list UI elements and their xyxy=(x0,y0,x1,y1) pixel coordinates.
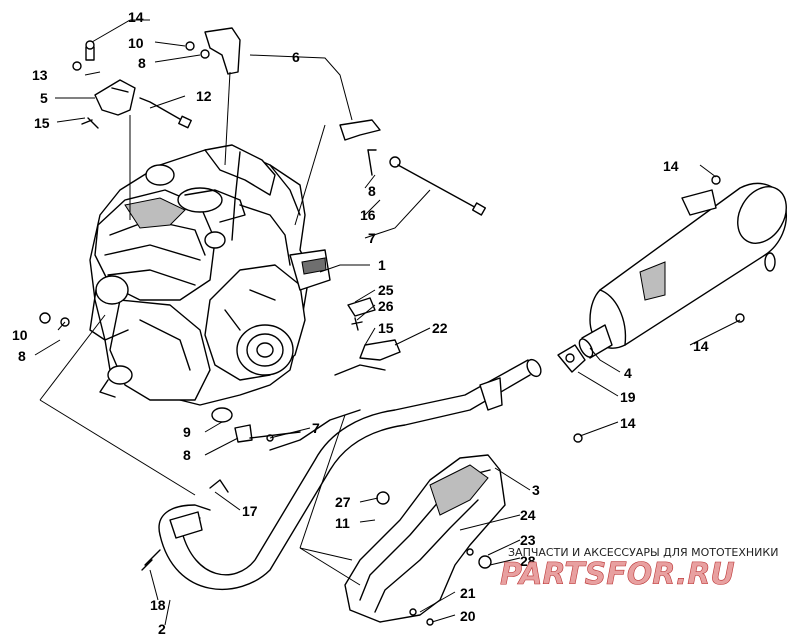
callout-7: 7 xyxy=(312,420,320,436)
muffler xyxy=(557,175,787,373)
callout-8: 8 xyxy=(368,183,376,199)
watermark: ЗАПЧАСТИ И АКСЕССУАРЫ ДЛЯ МОТОТЕХНИКИ PA… xyxy=(500,546,779,592)
callout-14: 14 xyxy=(693,338,709,354)
callout-15: 15 xyxy=(34,115,50,131)
callout-13: 13 xyxy=(32,67,48,83)
callout-1: 1 xyxy=(378,257,386,273)
callout-7: 7 xyxy=(368,230,376,246)
callout-6: 6 xyxy=(292,49,300,65)
callout-labels: 14 10 8 6 13 5 12 15 8 16 7 14 1 25 26 1… xyxy=(12,9,709,637)
callout-25: 25 xyxy=(378,282,394,298)
watermark-logo: PARTSFOR.RU xyxy=(500,557,735,592)
callout-11: 11 xyxy=(335,515,350,531)
callout-15: 15 xyxy=(378,320,394,336)
callout-10: 10 xyxy=(12,327,28,343)
callout-8: 8 xyxy=(18,348,26,364)
callout-23: 23 xyxy=(520,532,536,548)
callout-3: 3 xyxy=(532,482,540,498)
callout-5: 5 xyxy=(40,90,48,106)
upper-right-bracket xyxy=(185,27,487,216)
callout-17: 17 xyxy=(242,503,258,519)
callout-18: 18 xyxy=(150,597,166,613)
callout-24: 24 xyxy=(520,507,536,523)
upper-left-bracket xyxy=(72,40,192,129)
callout-19: 19 xyxy=(620,389,636,405)
callout-14: 14 xyxy=(128,9,144,25)
heat-shield xyxy=(344,454,506,626)
callout-16: 16 xyxy=(360,207,376,223)
callout-10: 10 xyxy=(128,35,144,51)
engine-assembly xyxy=(89,144,331,423)
callout-9: 9 xyxy=(183,424,191,440)
callout-14: 14 xyxy=(663,158,679,174)
callout-26: 26 xyxy=(378,298,394,314)
watermark-tagline: ЗАПЧАСТИ И АКСЕССУАРЫ ДЛЯ МОТОТЕХНИКИ xyxy=(508,546,778,559)
callout-21: 21 xyxy=(460,585,476,601)
callout-8: 8 xyxy=(138,55,146,71)
callout-4: 4 xyxy=(624,365,632,381)
callout-8: 8 xyxy=(183,447,191,463)
callout-20: 20 xyxy=(460,608,476,624)
callout-2: 2 xyxy=(158,621,166,637)
callout-28: 28 xyxy=(520,553,536,569)
leader-lines xyxy=(34,19,741,626)
callout-22: 22 xyxy=(432,320,448,336)
callout-14: 14 xyxy=(620,415,636,431)
callout-12: 12 xyxy=(196,88,212,104)
callout-27: 27 xyxy=(335,494,351,510)
sensor-bracket xyxy=(39,297,401,571)
